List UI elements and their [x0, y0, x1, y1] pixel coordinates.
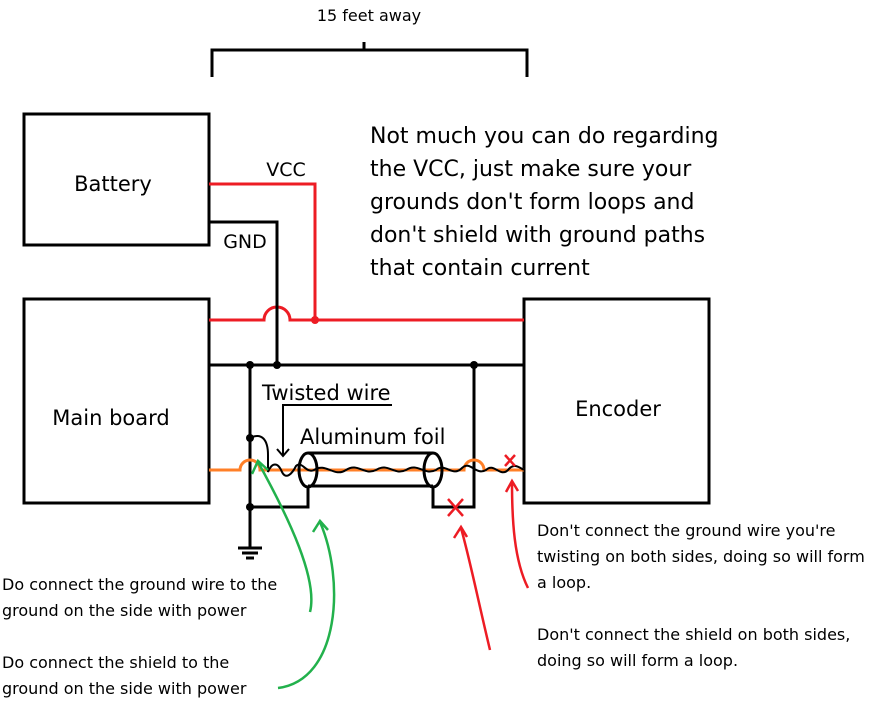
note-line: grounds don't form loops and — [370, 190, 694, 215]
note-text: Not much you can do regarding the VCC, j… — [370, 124, 718, 281]
distance-bracket — [210, 42, 529, 77]
aluminum-foil-shield — [297, 451, 444, 489]
note-line: don't shield with ground paths — [370, 223, 705, 248]
annotation-twist: Don't connect the ground wire you're — [537, 521, 835, 540]
twisted-wire — [249, 435, 525, 477]
battery-label: Battery — [74, 172, 152, 196]
annotation-shield-power: ground on the side with power — [2, 679, 247, 698]
red-arrows — [452, 478, 530, 651]
distance-label: 15 feet away — [317, 6, 421, 25]
main-board-label: Main board — [52, 406, 169, 430]
main-board-box — [22, 297, 211, 505]
note-line: the VCC, just make sure your — [370, 157, 692, 182]
annotation-shield: doing so will form a loop. — [537, 651, 738, 670]
note-line: Not much you can do regarding — [370, 124, 718, 149]
twisted-wire-label: Twisted wire — [261, 381, 391, 405]
aluminum-foil-label: Aluminum foil — [300, 425, 445, 449]
annotation-ground-wire: Do connect the ground wire to the — [2, 575, 277, 594]
forbidden-x-icon — [447, 454, 516, 517]
annotation-ground-wire: ground on the side with power — [2, 601, 247, 620]
ground-symbol-icon — [238, 546, 262, 560]
annotation-twist: a loop. — [537, 573, 591, 592]
note-line: that contain current — [370, 256, 590, 281]
twisted-wire-pointer — [276, 404, 392, 458]
vcc-junction — [311, 316, 319, 324]
ground-junctions — [246, 361, 478, 511]
encoder-box — [522, 297, 711, 505]
gnd-label: GND — [223, 231, 267, 253]
annotation-twist: twisting on both sides, doing so will fo… — [537, 547, 865, 566]
encoder-label: Encoder — [575, 397, 661, 421]
green-arrows — [250, 458, 336, 690]
battery-box — [22, 112, 211, 247]
vcc-label: VCC — [266, 159, 306, 181]
annotation-shield-power: Do connect the shield to the — [2, 653, 229, 672]
annotation-shield: Don't connect the shield on both sides, — [537, 625, 850, 644]
